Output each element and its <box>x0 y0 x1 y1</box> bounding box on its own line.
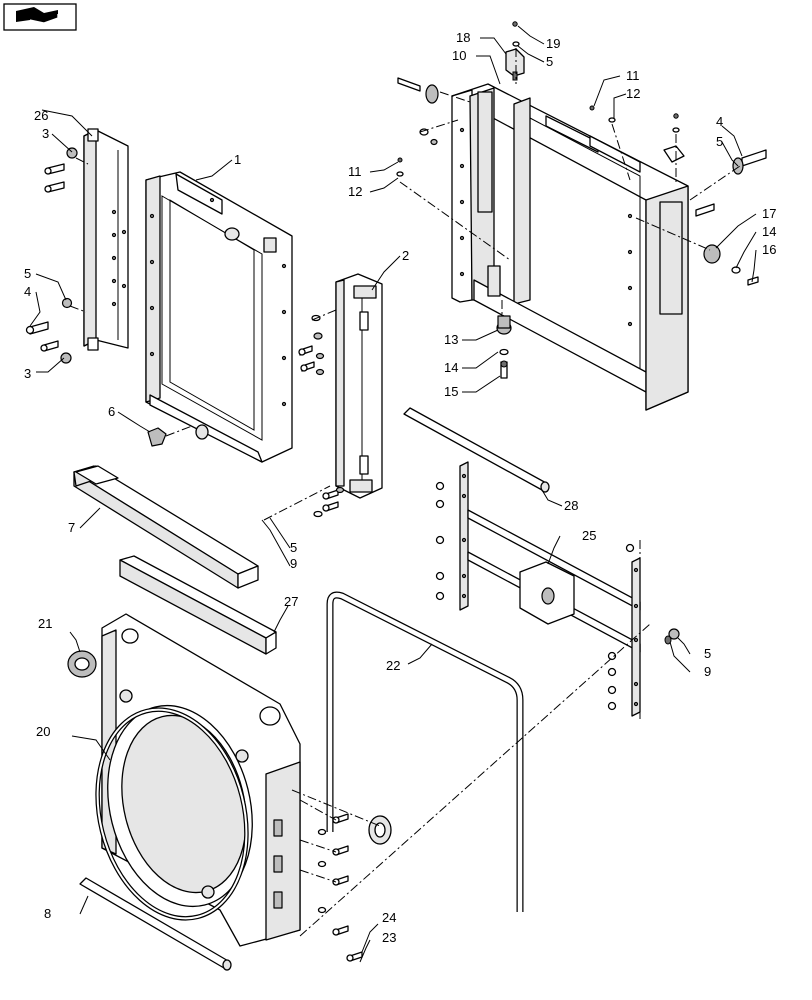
callout-4-left: 4 <box>24 284 31 299</box>
condenser-hardware <box>263 309 345 521</box>
seal-hoop <box>326 591 524 912</box>
shroud-hardware <box>291 623 651 962</box>
callout-7: 7 <box>68 520 75 535</box>
callout-1: 1 <box>234 152 241 167</box>
callout-24: 24 <box>382 910 396 925</box>
callout-5-lower: 5 <box>704 646 711 661</box>
callout-3-upper: 3 <box>42 126 49 141</box>
callout-2: 2 <box>402 248 409 263</box>
callout-27: 27 <box>284 594 298 609</box>
callout-15: 15 <box>444 384 458 399</box>
radiator <box>145 171 293 463</box>
callout-5-mid: 5 <box>290 540 297 555</box>
callout-12-left: 12 <box>348 184 362 199</box>
condenser <box>335 273 383 499</box>
callout-12-right: 12 <box>626 86 640 101</box>
callout-6: 6 <box>108 404 115 419</box>
rod-8 <box>79 877 232 971</box>
rod-28 <box>403 407 550 493</box>
callout-18: 18 <box>456 30 470 45</box>
callout-9-lower: 9 <box>704 664 711 679</box>
leader-lines <box>29 25 757 963</box>
shroud-ring <box>95 707 249 921</box>
callout-labels: 26 3 5 4 3 1 2 6 7 5 9 18 19 10 5 11 12 … <box>24 30 776 945</box>
support-bracket <box>459 461 641 717</box>
callout-26: 26 <box>34 108 48 123</box>
callout-23: 23 <box>382 930 396 945</box>
callout-14-mid: 14 <box>444 360 458 375</box>
drain-valve <box>147 425 193 447</box>
grommet <box>67 650 97 678</box>
side-cooler-hardware <box>25 147 89 364</box>
page-turn-button[interactable] <box>3 3 77 31</box>
callout-5-left: 5 <box>24 266 31 281</box>
side-cooler <box>83 128 129 351</box>
callout-22: 22 <box>386 658 400 673</box>
callout-14-right: 14 <box>762 224 776 239</box>
callout-19: 19 <box>546 36 560 51</box>
callout-21: 21 <box>38 616 52 631</box>
callout-10: 10 <box>452 48 466 63</box>
callout-13: 13 <box>444 332 458 347</box>
callout-3-lower: 3 <box>24 366 31 381</box>
fan-shroud <box>101 613 301 947</box>
foam-seal-7 <box>73 465 259 589</box>
callout-20: 20 <box>36 724 50 739</box>
callout-16: 16 <box>762 242 776 257</box>
callout-5-top: 5 <box>546 54 553 69</box>
callout-11-right: 11 <box>626 68 640 83</box>
callout-17: 17 <box>762 206 776 221</box>
callout-5-right: 5 <box>716 134 723 149</box>
callout-8: 8 <box>44 906 51 921</box>
foam-seal-27 <box>119 555 277 655</box>
page-turn-icon <box>16 7 59 24</box>
callout-9-mid: 9 <box>290 556 297 571</box>
isolator-mount <box>496 315 512 379</box>
callout-11-left: 11 <box>348 164 362 179</box>
callout-25: 25 <box>582 528 596 543</box>
support-bracket-hardware <box>435 481 680 711</box>
callout-28: 28 <box>564 498 578 513</box>
upper-frame <box>451 83 689 411</box>
callout-4-right: 4 <box>716 114 723 129</box>
